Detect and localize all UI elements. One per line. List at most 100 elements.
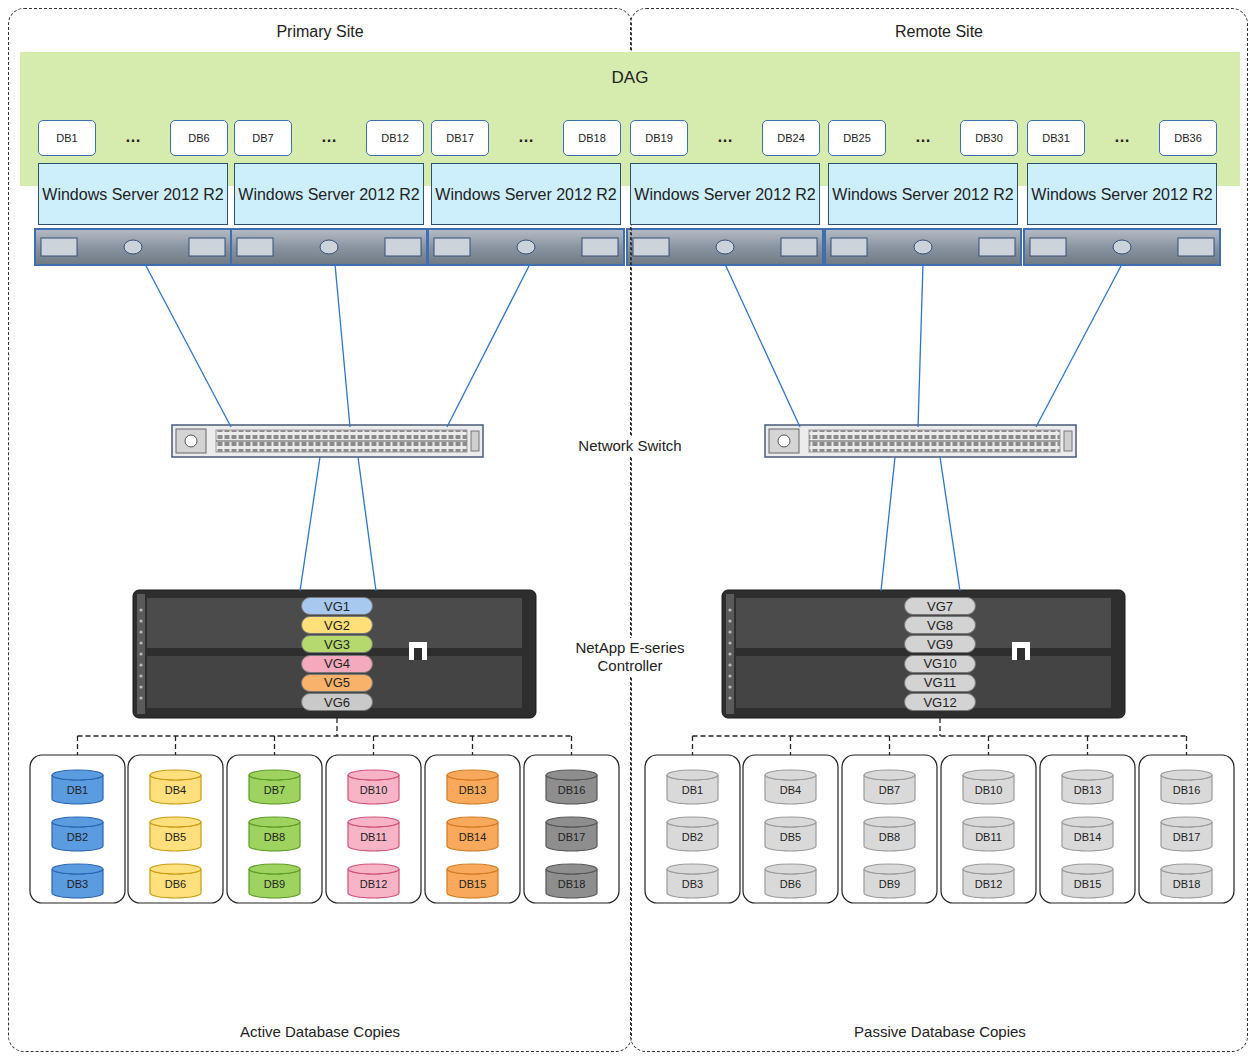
ellipsis: … — [1111, 127, 1133, 147]
storage-controller — [133, 590, 536, 718]
node-text: DB9 — [264, 878, 285, 890]
database-cylinder: DB2 — [52, 817, 103, 851]
database-cylinder: DB3 — [667, 864, 718, 898]
node-text: DB6 — [188, 132, 209, 144]
node-text: DB7 — [264, 784, 285, 796]
server-box: Windows Server 2012 R2 — [1027, 163, 1217, 225]
database-box: DB31 — [1027, 120, 1085, 156]
node-text: DB4 — [780, 784, 801, 796]
node-text: DB10 — [975, 784, 1003, 796]
database-cylinder: DB2 — [667, 817, 718, 851]
network-link — [918, 264, 923, 427]
volume-group: VG7 — [904, 597, 976, 615]
network-switch — [765, 425, 1076, 457]
node-text: VG11 — [924, 675, 956, 690]
database-cylinder: DB12 — [963, 864, 1014, 898]
ellipsis: … — [318, 127, 340, 147]
node-text: Windows Server 2012 R2 — [1031, 185, 1212, 204]
database-group — [128, 755, 223, 903]
node-text: DB7 — [252, 132, 273, 144]
database-group — [842, 755, 937, 903]
database-cylinder: DB18 — [1161, 864, 1212, 898]
node-text: DB4 — [165, 784, 186, 796]
dag-band: Windows Server 2012 R2Windows Server 201… — [20, 52, 1240, 186]
network-link — [300, 457, 320, 591]
node-text: VG2 — [324, 618, 350, 633]
database-box: DB36 — [1159, 120, 1217, 156]
node-text: VG4 — [324, 656, 350, 671]
node-text: DB16 — [1173, 784, 1201, 796]
database-cylinder: DB8 — [249, 817, 300, 851]
database-cylinder: DB14 — [1062, 817, 1113, 851]
database-cylinder: DB1 — [52, 770, 103, 804]
node-text: DB12 — [360, 878, 388, 890]
volume-group: VG3 — [301, 635, 373, 653]
node-text: VG8 — [927, 618, 953, 633]
database-cylinder: DB8 — [864, 817, 915, 851]
node-text: DB9 — [879, 878, 900, 890]
network-switch — [172, 425, 483, 457]
node-text: DB5 — [165, 831, 186, 843]
node-text: Windows Server 2012 R2 — [634, 185, 815, 204]
server-hardware — [428, 229, 624, 265]
group-caption: Active Database Copies — [237, 1022, 403, 1042]
node-text: DB18 — [558, 878, 586, 890]
node-text: DAG — [612, 68, 649, 88]
network-link — [447, 264, 530, 427]
database-cylinder: DB4 — [765, 770, 816, 804]
database-box: DB25 — [828, 120, 886, 156]
database-group — [30, 755, 125, 903]
database-cylinder: DB1 — [667, 770, 718, 804]
node-text: DB12 — [381, 132, 409, 144]
node-text: VG12 — [923, 695, 956, 710]
node-text: DB25 — [843, 132, 871, 144]
node-text: DB16 — [558, 784, 586, 796]
node-text: DB7 — [879, 784, 900, 796]
server-hardware — [1024, 229, 1220, 265]
database-group — [524, 755, 619, 903]
node-text: DB1 — [67, 784, 88, 796]
database-cylinder: DB18 — [546, 864, 597, 898]
database-group — [1040, 755, 1135, 903]
database-cylinder: DB6 — [765, 864, 816, 898]
database-cylinder: DB7 — [864, 770, 915, 804]
database-group — [645, 755, 740, 903]
node-text: DB3 — [682, 878, 703, 890]
node-text: VG10 — [923, 656, 956, 671]
node-text: DB17 — [446, 132, 474, 144]
network-link — [335, 264, 350, 427]
node-text: DB6 — [780, 878, 801, 890]
volume-group: VG10 — [904, 655, 976, 673]
device-label: Network Switch — [575, 436, 684, 456]
node-text: Windows Server 2012 R2 — [238, 185, 419, 204]
database-group — [743, 755, 838, 903]
database-group — [941, 755, 1036, 903]
node-text: Windows Server 2012 R2 — [832, 185, 1013, 204]
database-cylinder: DB16 — [546, 770, 597, 804]
database-cylinder: DB6 — [150, 864, 201, 898]
server-hardware — [231, 229, 427, 265]
database-cylinder: DB15 — [447, 864, 498, 898]
node-text: DB6 — [165, 878, 186, 890]
node-text: DB2 — [682, 831, 703, 843]
database-group — [1139, 755, 1234, 903]
node-text: DB13 — [459, 784, 487, 796]
node-text: DB11 — [360, 831, 387, 843]
node-text: VG7 — [927, 599, 953, 614]
server-hardware — [627, 229, 823, 265]
database-cylinder: DB3 — [52, 864, 103, 898]
database-group — [425, 755, 520, 903]
server-box: Windows Server 2012 R2 — [234, 163, 424, 225]
node-text: DB8 — [264, 831, 285, 843]
server-box: Windows Server 2012 R2 — [38, 163, 228, 225]
node-text: DB13 — [1074, 784, 1102, 796]
node-text: DB8 — [879, 831, 900, 843]
node-text: Primary Site — [276, 23, 363, 41]
node-text: Remote Site — [895, 23, 983, 41]
volume-group: VG2 — [301, 616, 373, 634]
node-text: DB11 — [975, 831, 1002, 843]
node-text: DB3 — [67, 878, 88, 890]
node-text: VG6 — [324, 695, 350, 710]
database-cylinder: DB9 — [249, 864, 300, 898]
database-cylinder: DB10 — [963, 770, 1014, 804]
